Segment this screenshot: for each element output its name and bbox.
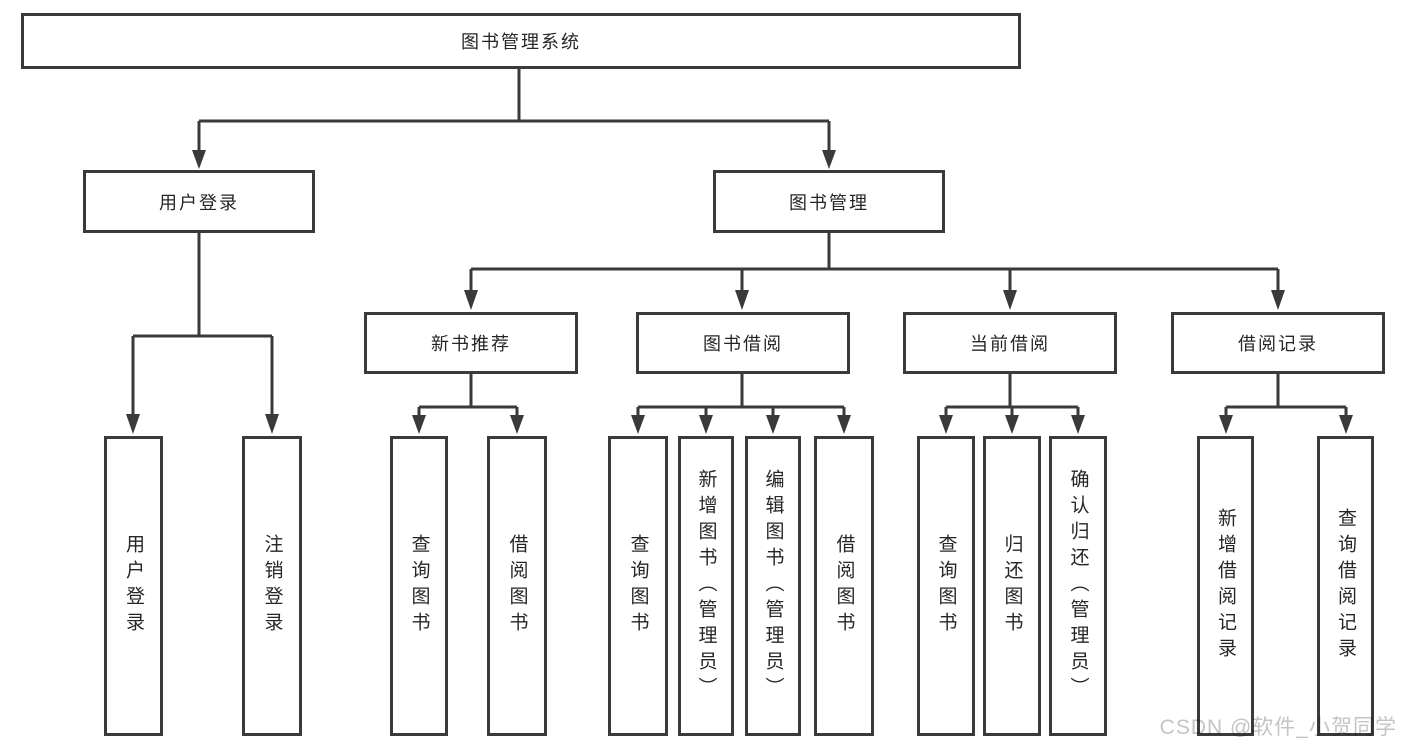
leaf-add-borrow-record: 新增借阅记录 bbox=[1197, 436, 1254, 736]
watermark: CSDN @软件_小贺同学 bbox=[1159, 716, 1397, 739]
leaf-edit-book-admin-label: 编辑图书（管理员） bbox=[762, 469, 784, 703]
node-user-login-branch-label: 用户登录 bbox=[159, 192, 239, 213]
node-book-management: 图书管理 bbox=[713, 170, 945, 233]
node-root-label: 图书管理系统 bbox=[461, 32, 581, 52]
leaf-logout-label: 注销登录 bbox=[261, 534, 283, 638]
leaf-query-books-borrow: 查询图书 bbox=[608, 436, 668, 736]
leaf-logout: 注销登录 bbox=[242, 436, 302, 736]
node-root: 图书管理系统 bbox=[21, 13, 1021, 69]
leaf-query-borrow-record-label: 查询借阅记录 bbox=[1335, 508, 1356, 664]
node-borrow-records: 借阅记录 bbox=[1171, 312, 1385, 374]
leaf-user-login: 用户登录 bbox=[104, 436, 163, 736]
node-current-borrow-label: 当前借阅 bbox=[970, 334, 1050, 354]
node-book-borrow-label: 图书借阅 bbox=[703, 334, 783, 354]
leaf-borrow-books-recommend-label: 借阅图书 bbox=[506, 534, 528, 638]
leaf-query-books-current: 查询图书 bbox=[917, 436, 975, 736]
leaf-user-login-label: 用户登录 bbox=[123, 534, 144, 638]
leaf-edit-book-admin: 编辑图书（管理员） bbox=[745, 436, 801, 736]
node-book-management-label: 图书管理 bbox=[789, 192, 869, 213]
leaf-borrow-books-borrow-label: 借阅图书 bbox=[833, 534, 855, 638]
node-book-borrow: 图书借阅 bbox=[636, 312, 850, 374]
leaf-add-borrow-record-label: 新增借阅记录 bbox=[1215, 508, 1236, 664]
node-new-book-recommend-label: 新书推荐 bbox=[431, 334, 511, 354]
leaf-add-book-admin: 新增图书（管理员） bbox=[678, 436, 734, 736]
leaf-return-book-label: 归还图书 bbox=[1001, 534, 1023, 638]
node-current-borrow: 当前借阅 bbox=[903, 312, 1117, 374]
leaf-borrow-books-borrow: 借阅图书 bbox=[814, 436, 874, 736]
node-borrow-records-label: 借阅记录 bbox=[1238, 334, 1318, 354]
leaf-query-books-borrow-label: 查询图书 bbox=[627, 534, 649, 638]
leaf-return-book: 归还图书 bbox=[983, 436, 1041, 736]
leaf-query-books-recommend-label: 查询图书 bbox=[408, 534, 430, 638]
leaf-query-books-recommend: 查询图书 bbox=[390, 436, 448, 736]
leaf-add-book-admin-label: 新增图书（管理员） bbox=[695, 469, 717, 703]
node-new-book-recommend: 新书推荐 bbox=[364, 312, 578, 374]
leaf-confirm-return-admin-label: 确认归还（管理员） bbox=[1067, 469, 1089, 703]
leaf-query-books-current-label: 查询图书 bbox=[935, 534, 957, 638]
node-user-login-branch: 用户登录 bbox=[83, 170, 315, 233]
leaf-borrow-books-recommend: 借阅图书 bbox=[487, 436, 547, 736]
leaf-query-borrow-record: 查询借阅记录 bbox=[1317, 436, 1374, 736]
leaf-confirm-return-admin: 确认归还（管理员） bbox=[1049, 436, 1107, 736]
